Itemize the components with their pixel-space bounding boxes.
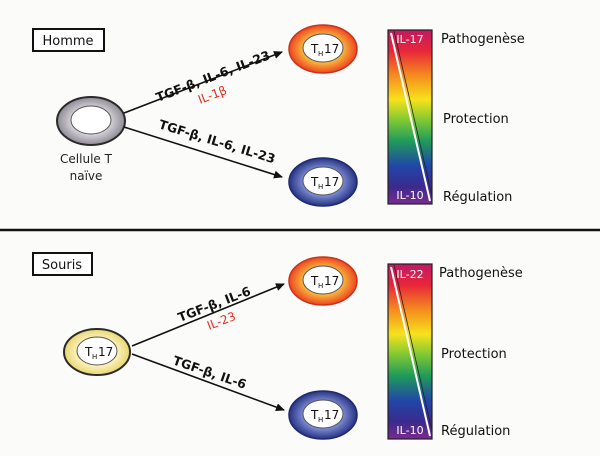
- human-spectrum-bar: [387, 29, 433, 205]
- human-section: Homme Cellule T naïve TGF-β, IL-6, IL-23…: [32, 24, 525, 207]
- human-bar-top-label: IL-17: [396, 33, 423, 46]
- svg-text:H: H: [318, 50, 323, 58]
- human-side-bottom: Régulation: [443, 190, 512, 205]
- mouse-side-mid: Protection: [441, 347, 507, 362]
- mouse-side-bottom: Régulation: [441, 424, 510, 439]
- human-title: Homme: [42, 34, 93, 49]
- human-bar-bottom-label: IL-10: [396, 189, 423, 202]
- svg-text:T: T: [310, 274, 319, 288]
- mouse-side-top: Pathogenèse: [439, 266, 523, 281]
- human-arrow-down: [123, 126, 283, 179]
- mouse-title: Souris: [42, 258, 82, 273]
- mouse-arrow-up: [131, 283, 285, 347]
- svg-text:17: 17: [324, 42, 339, 56]
- naive-cell-label-line2: naïve: [70, 169, 103, 183]
- mouse-bar-top-label: IL-22: [396, 268, 423, 281]
- svg-text:H: H: [318, 183, 323, 191]
- mouse-arrow-down: [131, 353, 285, 411]
- svg-text:17: 17: [98, 345, 113, 359]
- svg-text:H: H: [318, 416, 323, 424]
- mouse-th17-pathogenic-cell: T H 17: [288, 256, 358, 306]
- human-th17-pathogenic-cell: T H 17: [288, 24, 358, 74]
- svg-text:17: 17: [324, 175, 339, 189]
- svg-text:H: H: [318, 282, 323, 290]
- human-title-box: [32, 28, 105, 52]
- human-arrow-up: [123, 51, 283, 114]
- svg-text:T: T: [310, 408, 319, 422]
- svg-text:17: 17: [324, 274, 339, 288]
- human-arrow-down-label: TGF-β, IL-6, IL-23: [157, 117, 277, 167]
- mouse-th17-regulatory-cell: T H 17: [288, 390, 358, 440]
- naive-t-cell: [56, 96, 126, 146]
- svg-text:T: T: [84, 345, 93, 359]
- mouse-th17-source-cell: T H 17: [63, 328, 131, 376]
- human-th17-regulatory-cell: T H 17: [288, 157, 358, 207]
- mouse-section: Souris T H 17 TGF-β, IL-6 IL-23 TGF-β, I…: [32, 252, 523, 440]
- svg-text:17: 17: [324, 408, 339, 422]
- human-side-mid: Protection: [443, 112, 509, 127]
- svg-text:T: T: [310, 42, 319, 56]
- mouse-bar-bottom-label: IL-10: [396, 424, 423, 437]
- mouse-spectrum-bar: [387, 263, 433, 440]
- human-side-top: Pathogenèse: [441, 32, 525, 47]
- naive-cell-label-line1: Cellule T: [60, 152, 113, 166]
- mouse-title-box: [32, 252, 93, 276]
- svg-text:T: T: [310, 175, 319, 189]
- svg-text:H: H: [92, 353, 97, 361]
